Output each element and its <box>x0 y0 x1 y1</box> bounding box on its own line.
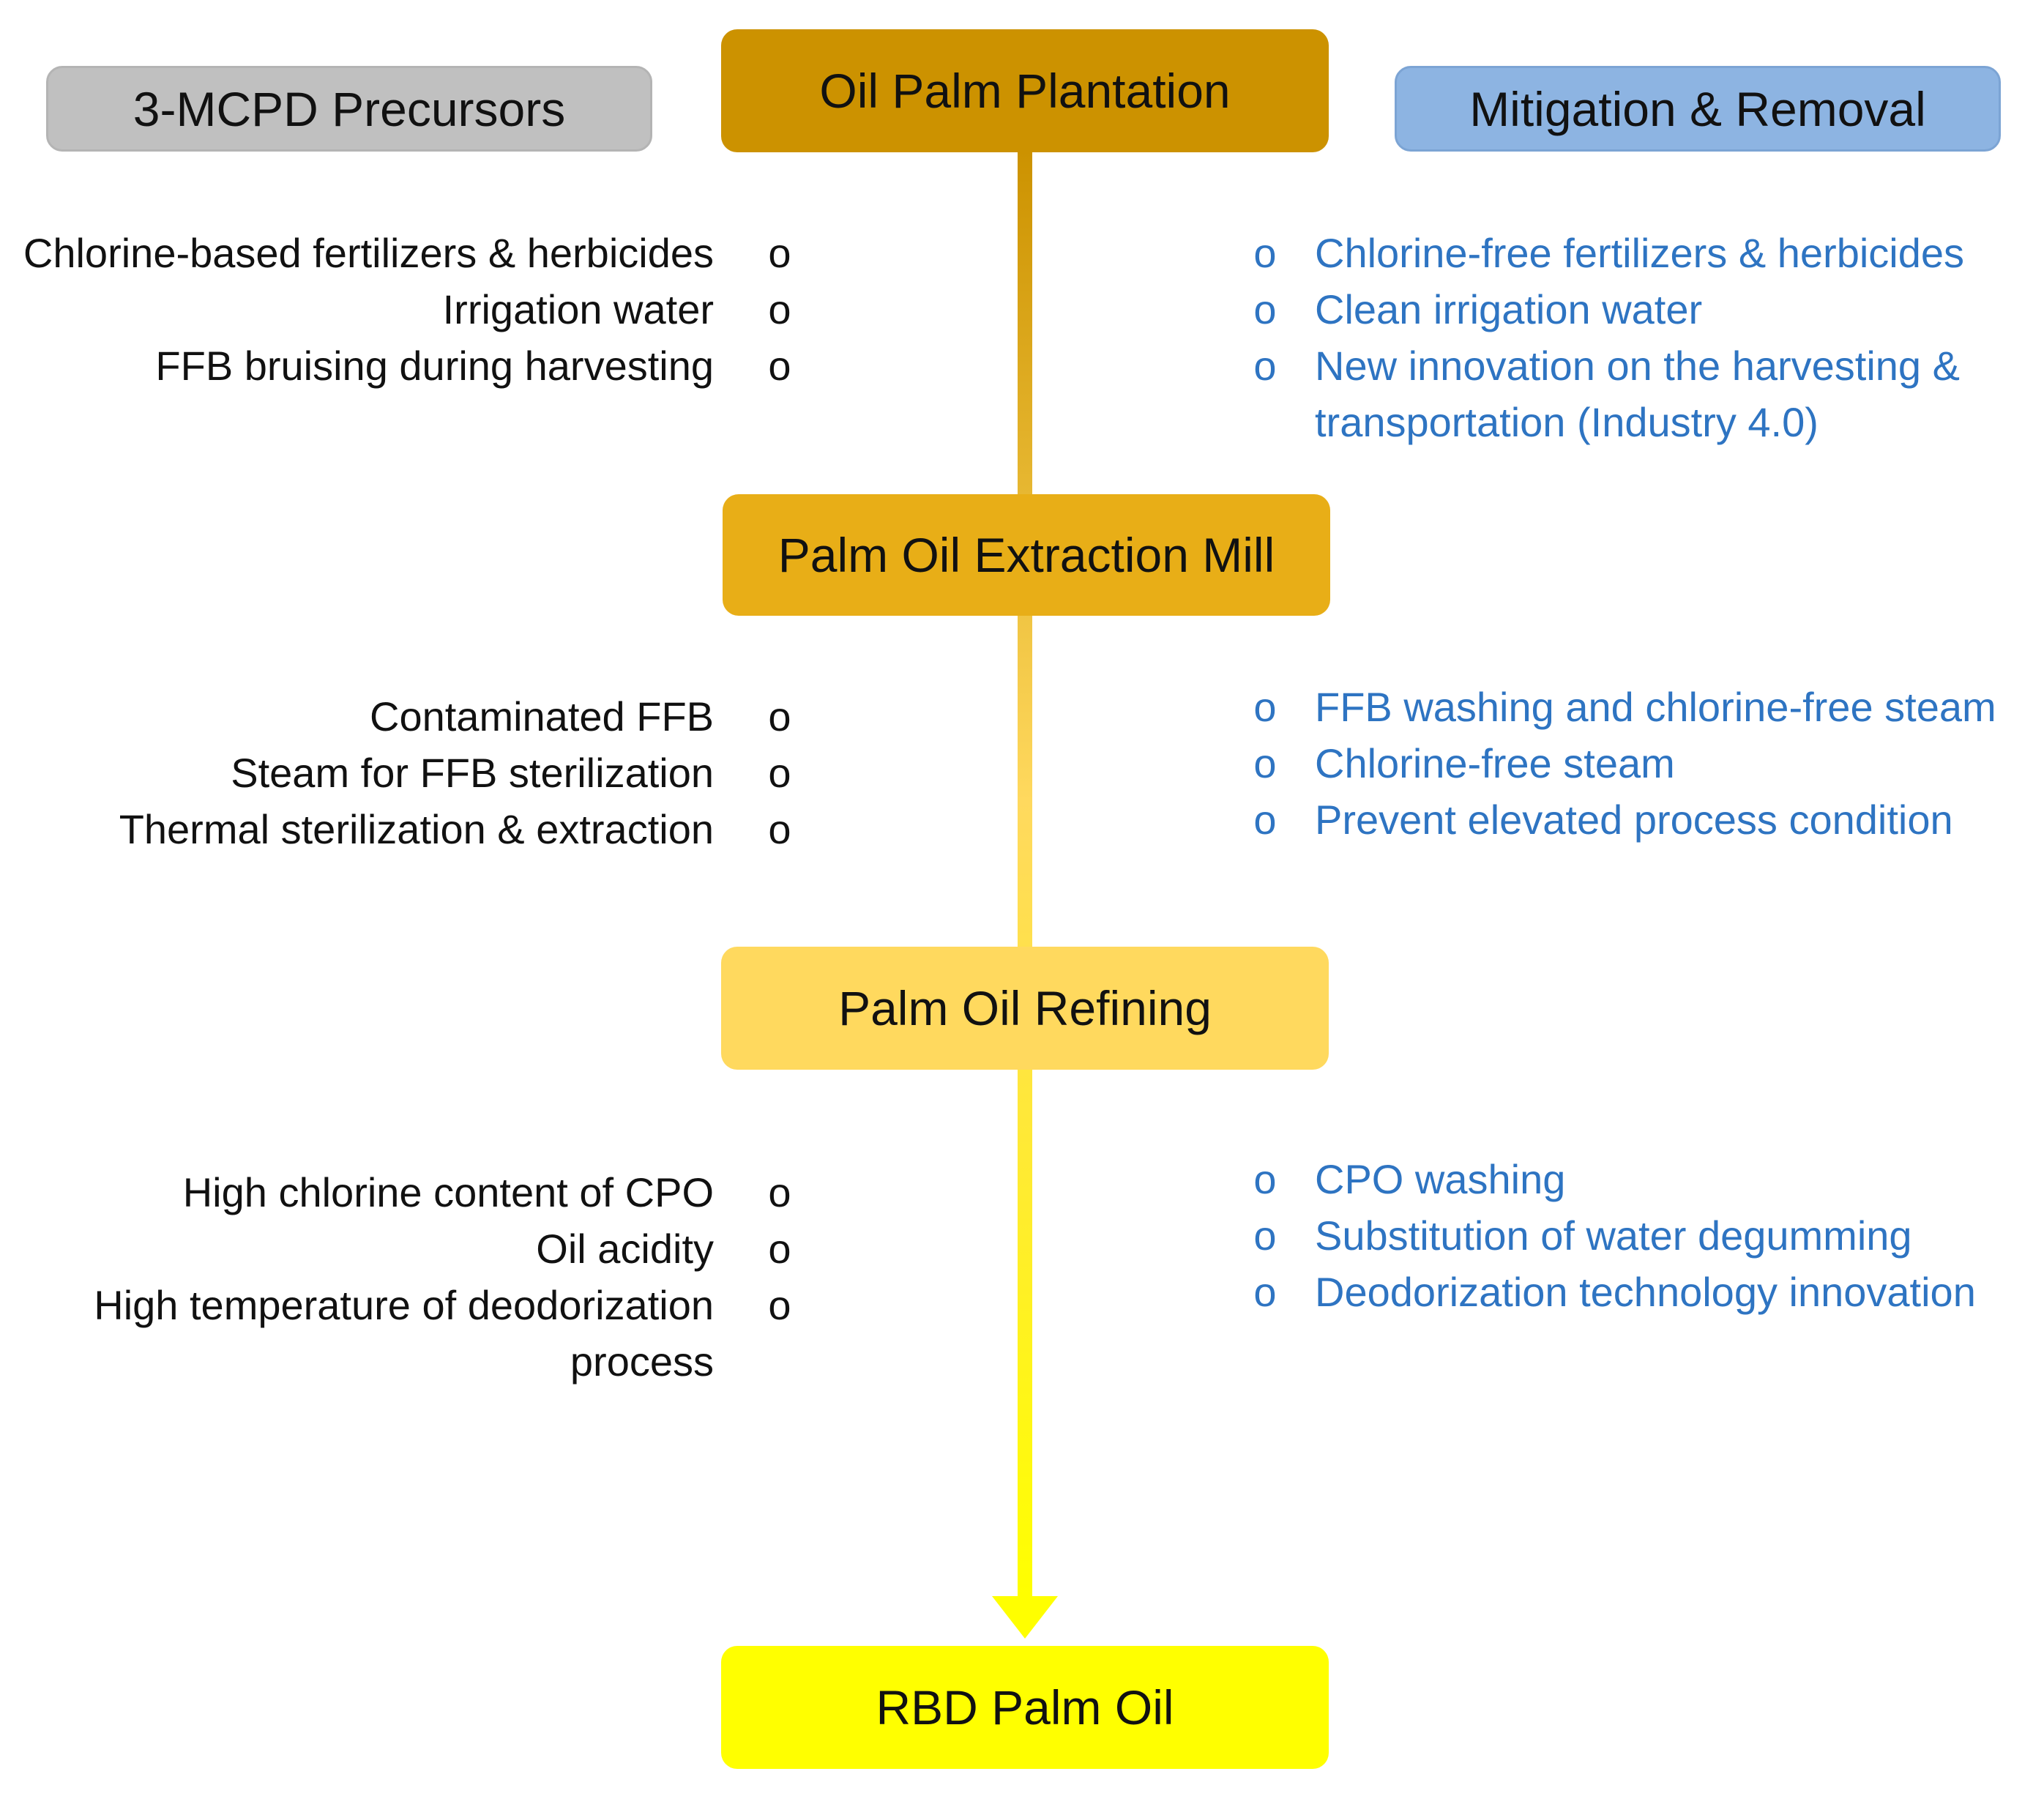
flow-arrow-head <box>992 1596 1058 1639</box>
flow-arrow-shaft <box>1018 150 1032 1596</box>
list-item-continuation: transportation (Industry 4.0) <box>1315 399 1819 445</box>
bullet-icon: o <box>1253 797 1277 843</box>
list-item-continuation: process <box>570 1338 714 1385</box>
stage-palm-oil-refining: Palm Oil Refining <box>721 947 1329 1070</box>
bullet-icon: o <box>768 286 791 332</box>
bullet-icon: o <box>1253 343 1277 389</box>
bullet-icon: o <box>1253 230 1277 276</box>
bullet-icon: o <box>1253 740 1277 786</box>
bullet-icon: o <box>768 806 791 852</box>
bullet-icon: o <box>768 1169 791 1215</box>
bullet-icon: o <box>1253 1212 1277 1259</box>
bullet-icon: o <box>768 230 791 276</box>
mitigation-header: Mitigation & Removal <box>1395 66 2001 152</box>
bullet-icon: o <box>768 1226 791 1272</box>
bullet-icon: o <box>1253 684 1277 730</box>
bullet-icon: o <box>768 750 791 796</box>
stage-rbd-palm-oil: RBD Palm Oil <box>721 1646 1329 1769</box>
stage-palm-oil-extraction-mill: Palm Oil Extraction Mill <box>723 494 1330 616</box>
bullet-icon: o <box>768 343 791 389</box>
bullet-icon: o <box>1253 286 1277 332</box>
stage-oil-palm-plantation: Oil Palm Plantation <box>721 29 1329 152</box>
bullet-icon: o <box>768 693 791 739</box>
bullet-icon: o <box>1253 1269 1277 1315</box>
precursors-header: 3-MCPD Precursors <box>46 66 652 152</box>
bullet-icon: o <box>768 1282 791 1328</box>
bullet-icon: o <box>1253 1156 1277 1202</box>
